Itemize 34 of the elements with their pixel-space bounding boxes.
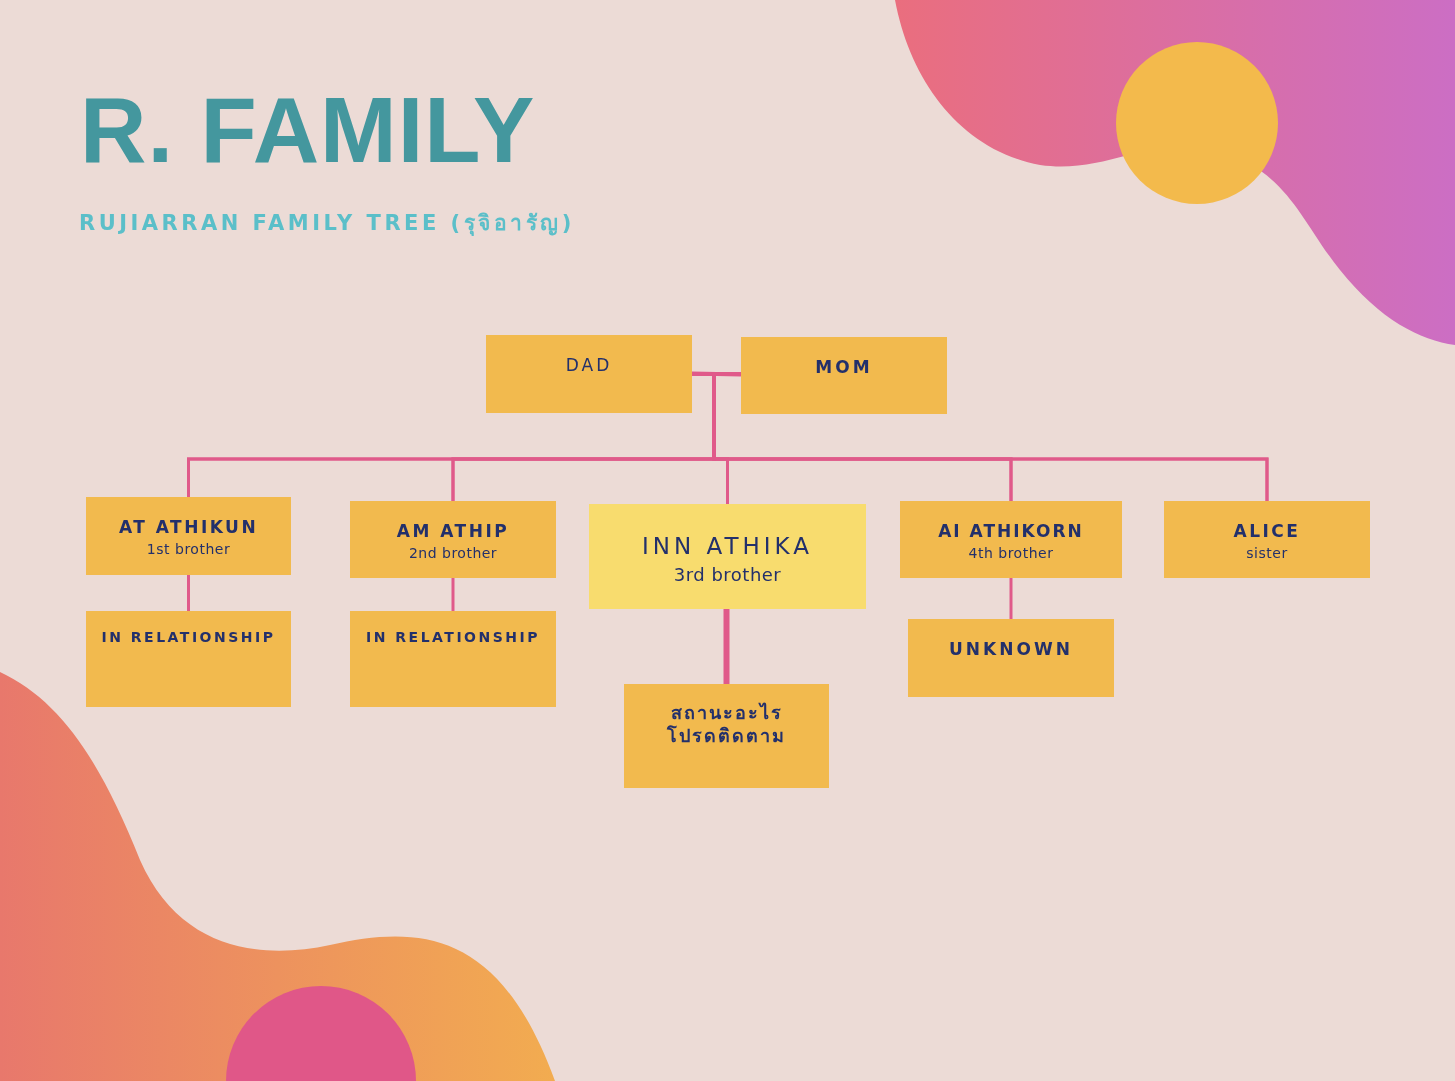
person-box <box>741 337 947 414</box>
person-name: DAD <box>565 355 613 377</box>
relation-label: sister <box>1246 545 1288 562</box>
person-name: MOM <box>815 357 873 379</box>
person-name: AT ATHIKUN <box>118 517 259 539</box>
person-box <box>350 611 556 707</box>
person-box <box>486 335 692 413</box>
connector-line <box>451 578 455 611</box>
person-box <box>86 611 291 707</box>
relation-label: 1st brother <box>146 541 231 558</box>
person-name: INN ATHIKA <box>642 532 813 561</box>
person-box <box>86 497 291 575</box>
person-name: IN RELATIONSHIP <box>101 629 276 647</box>
relation-label: 2nd brother <box>408 545 498 562</box>
person-box <box>350 501 556 578</box>
person-box <box>589 504 866 609</box>
person-name: สถานะอะไร โปรดติดตาม <box>666 702 787 747</box>
relation-label: 3rd brother <box>673 563 782 585</box>
connector-line <box>187 575 190 611</box>
person-name: ALICE <box>1233 521 1301 543</box>
connector-line <box>1009 578 1013 619</box>
person-name: UNKNOWN <box>949 639 1073 661</box>
subtitle: RUJIARRAN FAMILY TREE (รุจิอารัญ) <box>79 210 575 238</box>
relation-label: 4th brother <box>968 545 1054 562</box>
person-box <box>900 501 1122 578</box>
person-box <box>1164 501 1370 578</box>
person-box <box>624 684 829 788</box>
person-box <box>908 619 1114 697</box>
connector-line <box>723 609 730 684</box>
connector-line <box>691 371 742 377</box>
person-name: AI ATHIKORN <box>938 521 1084 543</box>
person-name: AM ATHIP <box>396 521 510 543</box>
title: R. FAMILY <box>80 78 536 183</box>
person-name: IN RELATIONSHIP <box>366 629 540 647</box>
